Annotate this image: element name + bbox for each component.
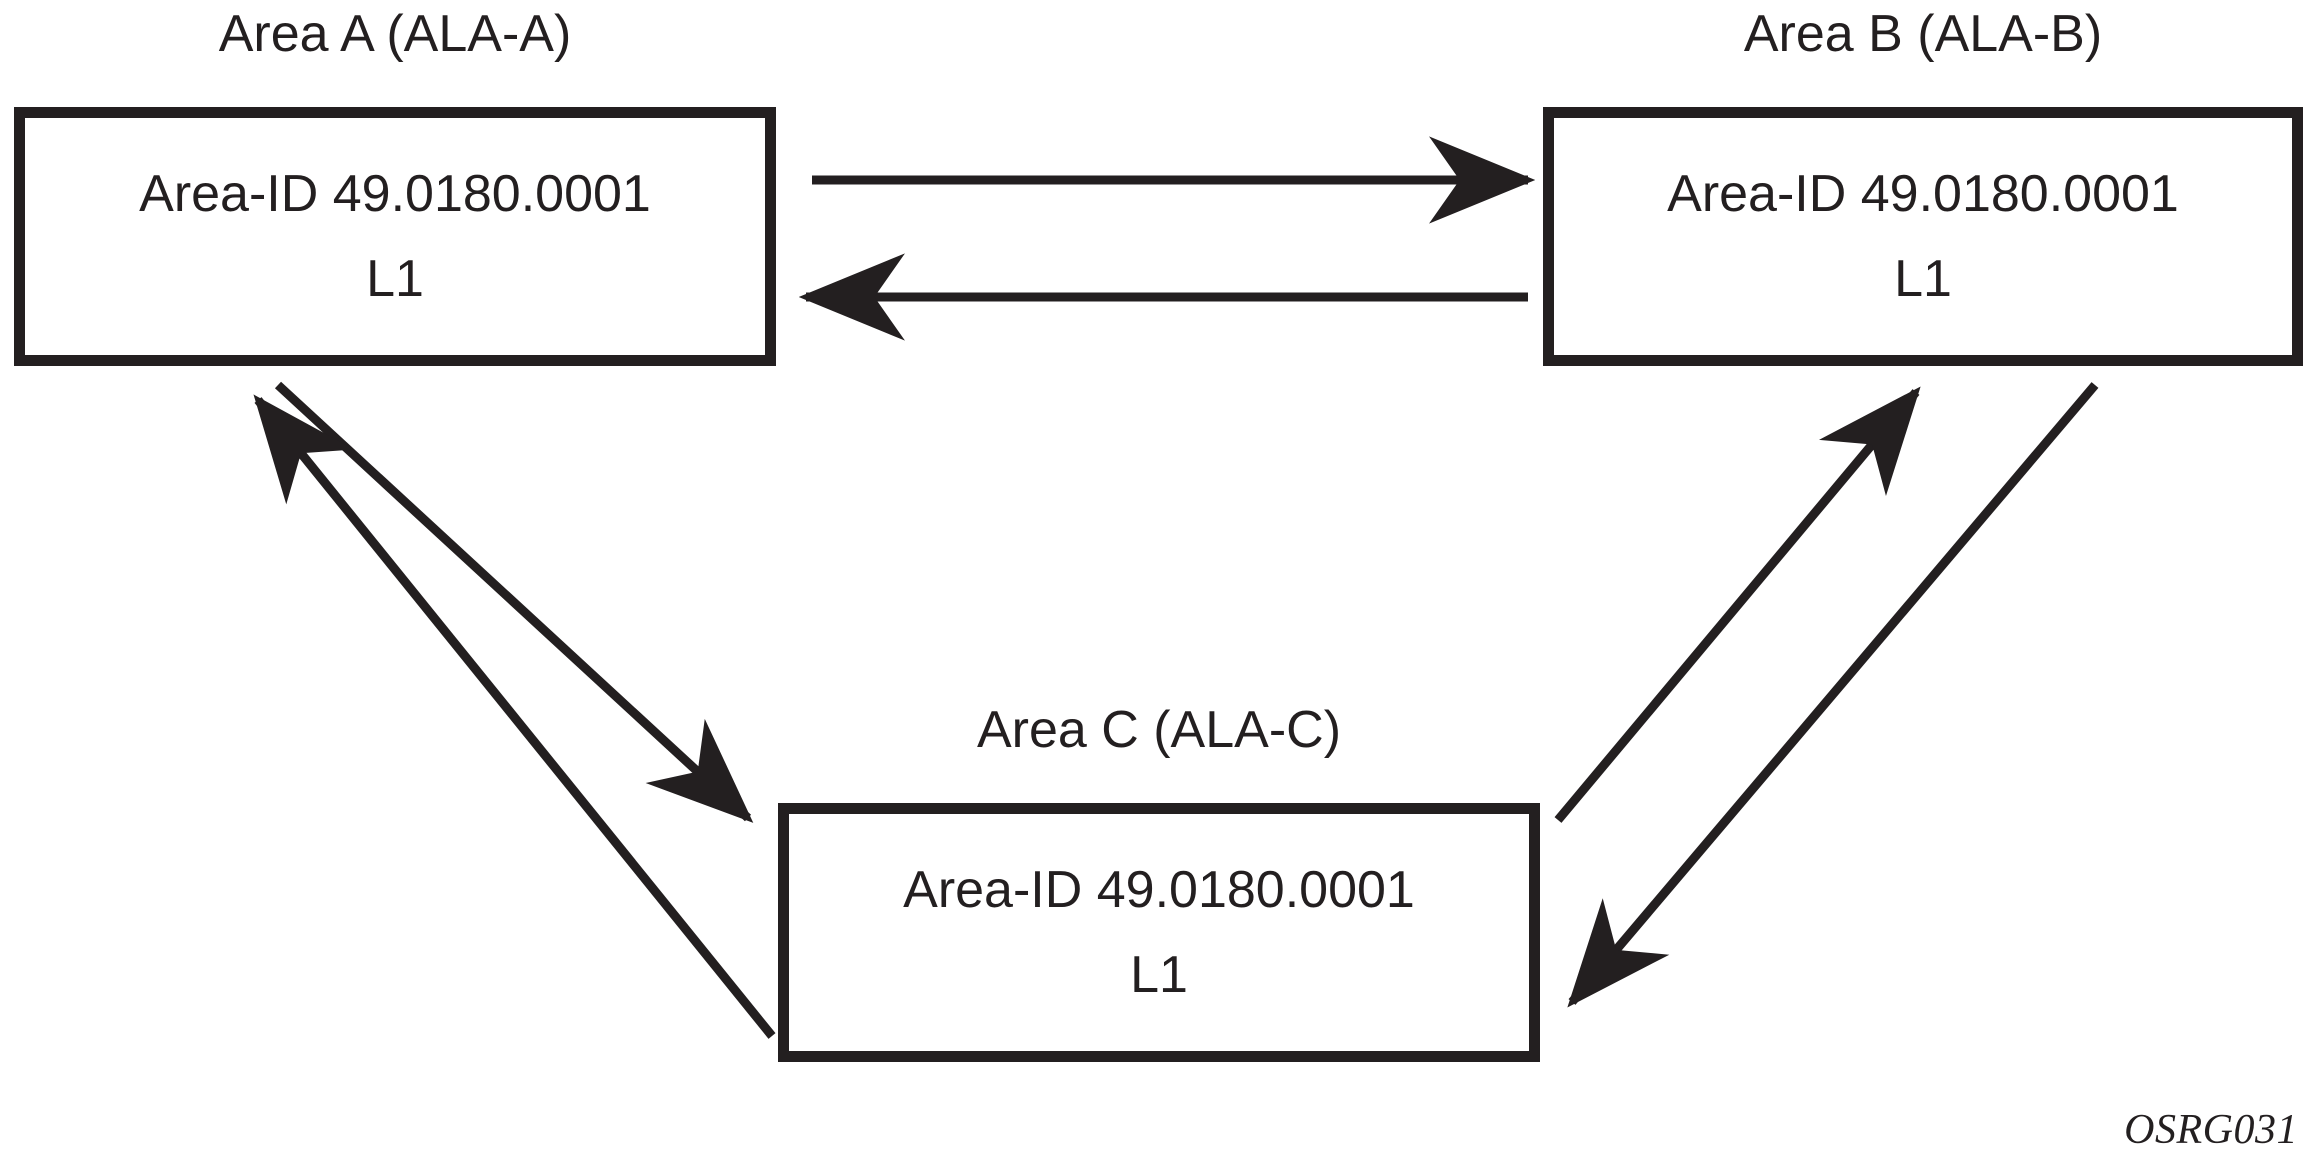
node-area-a-level: L1 xyxy=(366,249,424,308)
node-area-a-caption: Area A (ALA-A) xyxy=(218,5,572,63)
node-area-b-area-id: Area-ID 49.0180.0001 xyxy=(1667,164,2179,223)
node-area-b-level: L1 xyxy=(1894,249,1952,308)
node-area-a: Area A (ALA-A) Area-ID 49.0180.0001 L1 xyxy=(14,0,776,366)
node-area-c-level: L1 xyxy=(1130,945,1188,1004)
node-area-b-box: Area-ID 49.0180.0001 L1 xyxy=(1543,107,2303,366)
node-area-c-box: Area-ID 49.0180.0001 L1 xyxy=(778,803,1540,1062)
connector-b-to-c xyxy=(1567,382,2099,1008)
node-area-c-area-id: Area-ID 49.0180.0001 xyxy=(903,860,1415,919)
node-area-b: Area B (ALA-B) Area-ID 49.0180.0001 L1 xyxy=(1543,0,2303,366)
figure-reference-code: OSRG031 xyxy=(2124,1107,2298,1153)
node-area-b-caption: Area B (ALA-B) xyxy=(1743,5,2103,63)
connector-a-to-c xyxy=(274,381,754,823)
connector-c-to-b xyxy=(1554,386,1921,823)
node-area-c-caption: Area C (ALA-C) xyxy=(976,701,1342,759)
node-area-a-box: Area-ID 49.0180.0001 L1 xyxy=(14,107,776,366)
connector-c-to-a xyxy=(253,394,776,1039)
node-area-a-area-id: Area-ID 49.0180.0001 xyxy=(139,164,651,223)
node-area-c: Area C (ALA-C) Area-ID 49.0180.0001 L1 xyxy=(778,696,1540,1062)
